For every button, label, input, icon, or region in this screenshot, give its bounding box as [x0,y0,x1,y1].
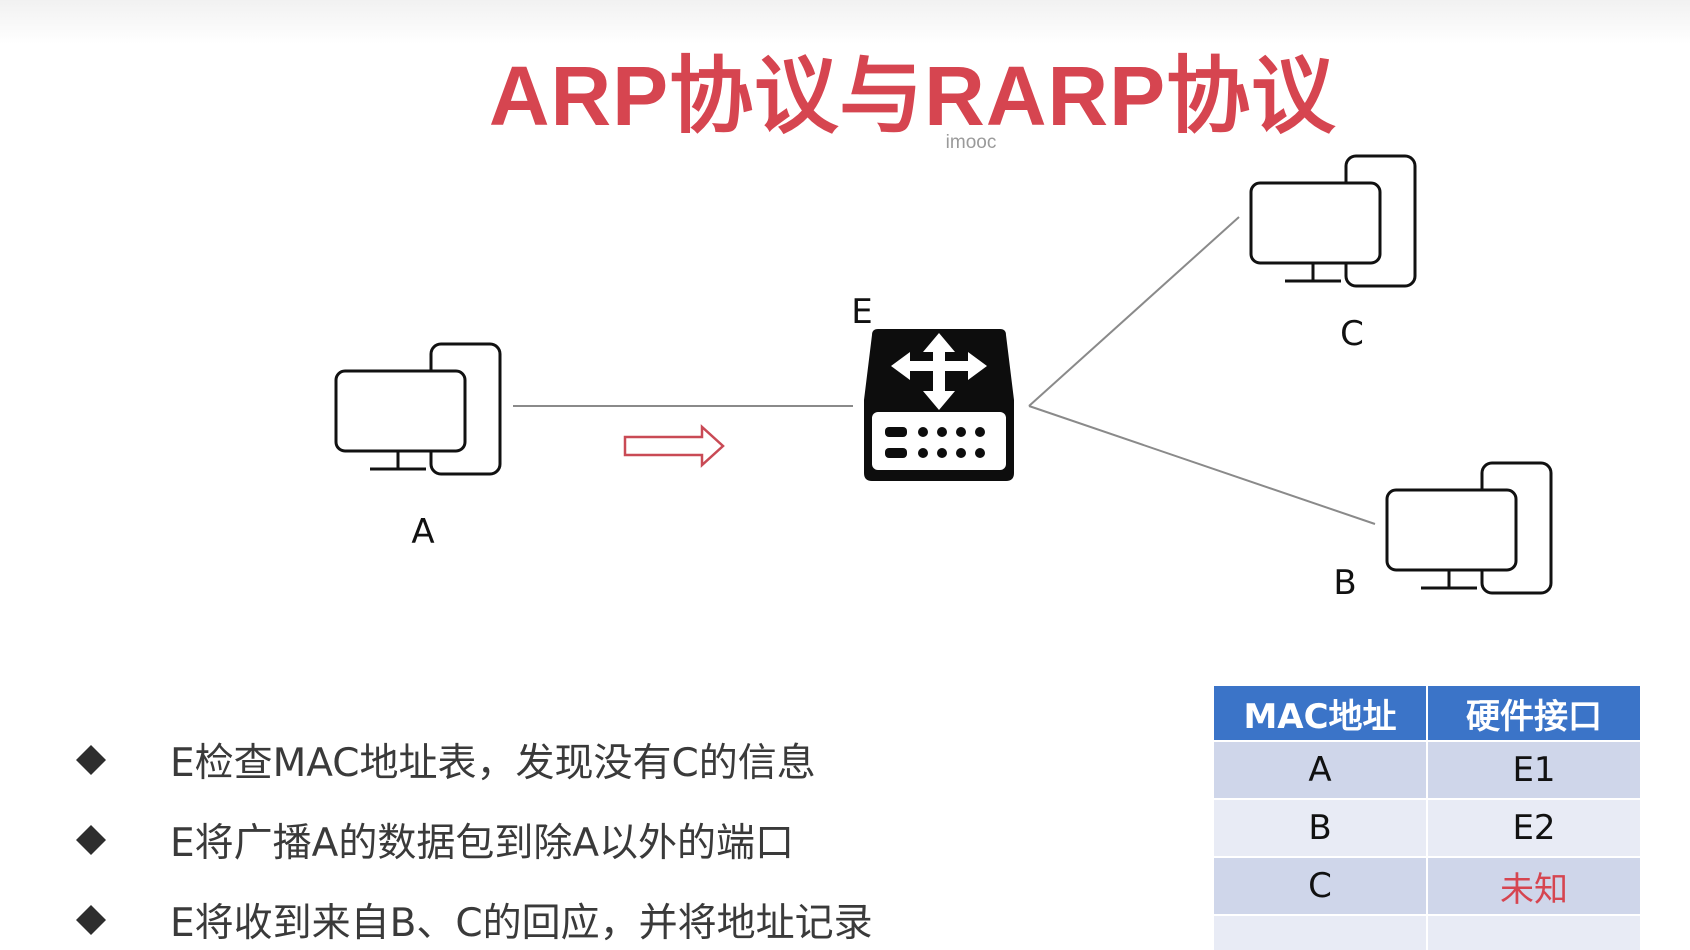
computer-b-icon [1385,461,1553,595]
port-cell [1426,914,1642,950]
bullet-list: E检查MAC地址表，发现没有C的信息 E将广播A的数据包到除A以外的端口 E将收… [70,720,1170,950]
slide-title: ARP协议与RARP协议 [488,49,1337,143]
mac-cell: A [1212,740,1428,800]
table-header-row: MAC地址 硬件接口 [1212,684,1642,742]
bullet-item: E将收到来自B、C的回应，并将地址记录 [70,880,1170,950]
diamond-bullet-icon [76,745,106,775]
network-diagram: A E C B [334,154,1553,603]
bullet-text: E将广播A的数据包到除A以外的端口 [170,821,795,866]
node-label-e: E [851,292,872,332]
bullet-item: E检查MAC地址表，发现没有C的信息 [70,720,1170,800]
port-cell: E1 [1426,740,1642,800]
diamond-bullet-icon [76,825,106,855]
mac-cell: B [1212,798,1428,858]
link-e-c [1028,216,1240,407]
mac-cell [1212,914,1428,950]
bullet-text: E检查MAC地址表，发现没有C的信息 [170,741,816,786]
bullet-text: E将收到来自B、C的回应，并将地址记录 [170,901,873,946]
node-label-c: C [1340,314,1364,354]
table-row: A E1 [1212,740,1642,800]
network-switch-icon [864,329,1014,481]
watermark: imooc [945,132,997,153]
computer-c-icon [1249,154,1417,288]
table-row: C 未知 [1212,856,1642,916]
top-bar [0,0,1690,44]
bullet-item: E将广播A的数据包到除A以外的端口 [70,800,1170,880]
diamond-bullet-icon [76,905,106,935]
port-cell: E2 [1426,798,1642,858]
computer-a-icon [334,342,502,476]
node-label-a: A [411,512,434,552]
column-header-mac: MAC地址 [1212,684,1428,742]
table-row [1212,914,1642,950]
port-cell-unknown: 未知 [1426,856,1642,916]
mac-cell: C [1212,856,1428,916]
mac-address-table: MAC地址 硬件接口 A E1 B E2 C 未知 [1212,684,1642,950]
right-arrow-icon [623,424,725,468]
link-e-b [1028,405,1376,525]
node-label-b: B [1333,563,1356,603]
table-row: B E2 [1212,798,1642,858]
column-header-port: 硬件接口 [1426,684,1642,742]
